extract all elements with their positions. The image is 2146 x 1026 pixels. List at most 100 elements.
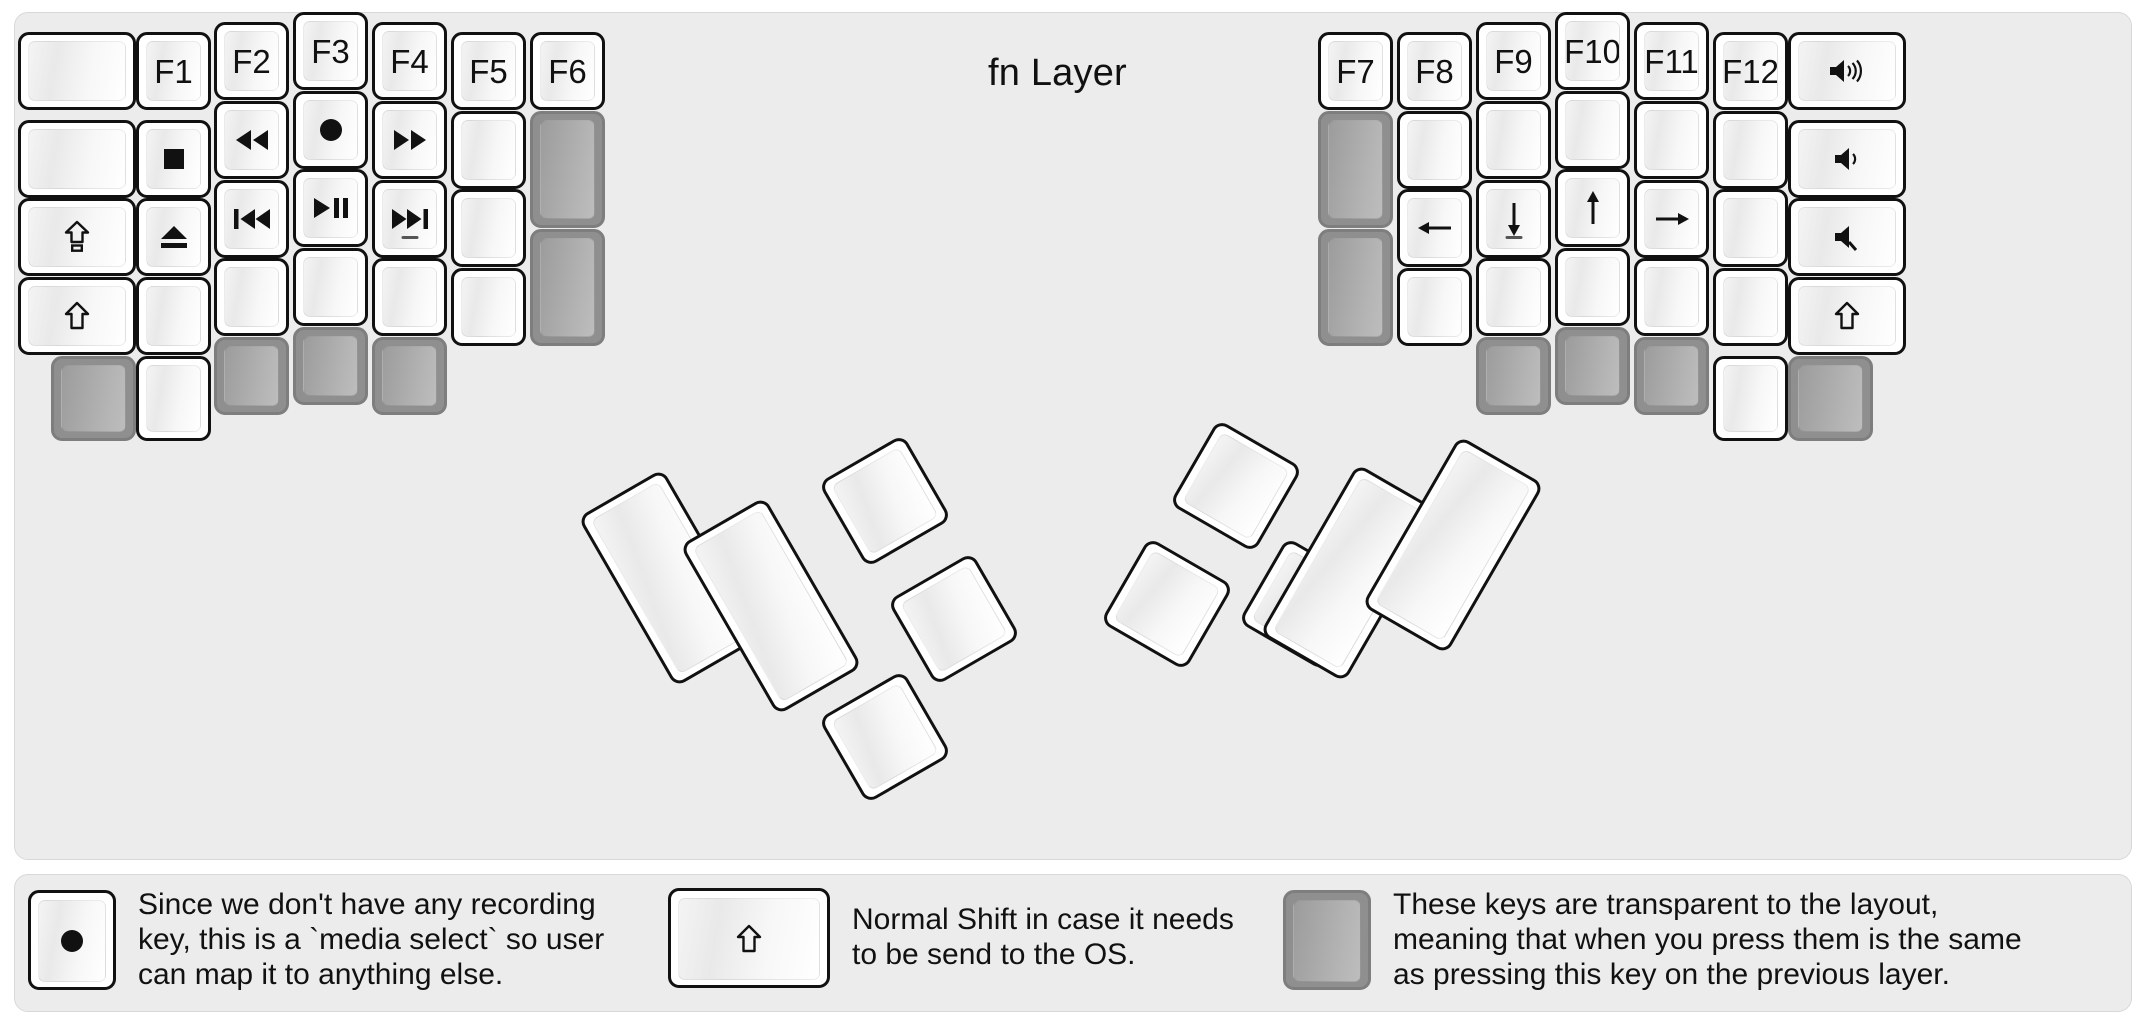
key-transparent[interactable] (530, 111, 605, 228)
key-transparent[interactable] (51, 356, 136, 441)
keycap-face (28, 41, 126, 101)
key-blank[interactable] (1634, 101, 1709, 179)
key-label: F6 (548, 52, 587, 90)
key-rewind[interactable] (214, 101, 289, 179)
volume-up-icon (1827, 57, 1867, 85)
key-blank[interactable] (214, 258, 289, 336)
keycap-face (303, 100, 358, 160)
key-volume-up[interactable] (1788, 32, 1906, 110)
key-f3[interactable]: F3 (293, 12, 368, 90)
key-blank[interactable] (1476, 258, 1551, 336)
key-arrow-left[interactable] (1397, 189, 1472, 267)
rewind-icon (233, 127, 271, 153)
key-blank[interactable] (451, 189, 526, 267)
keycap-face (1565, 257, 1620, 317)
key-underbar-mark (401, 236, 418, 239)
key-blank[interactable] (136, 277, 211, 355)
key-blank[interactable] (1397, 268, 1472, 346)
key-transparent[interactable] (530, 229, 605, 346)
key-blank[interactable] (1713, 189, 1788, 267)
legend-panel (14, 874, 2132, 1012)
key-transparent[interactable] (1318, 229, 1393, 346)
key-blank[interactable] (451, 268, 526, 346)
key-f11[interactable]: F11 (1634, 22, 1709, 100)
key-f12[interactable]: F12 (1713, 32, 1788, 110)
key-transparent[interactable] (293, 327, 368, 405)
key-prev-track[interactable] (214, 180, 289, 258)
keycap-face (146, 365, 201, 432)
key-blank[interactable] (1397, 111, 1472, 189)
key-transparent[interactable] (1788, 356, 1873, 441)
key-f6[interactable]: F6 (530, 32, 605, 110)
key-blank[interactable] (1476, 101, 1551, 179)
key-blank[interactable] (1634, 258, 1709, 336)
keycap-face (1328, 120, 1383, 219)
fast-forward-icon (391, 127, 429, 153)
key-blank[interactable] (18, 120, 136, 198)
key-blank[interactable] (372, 258, 447, 336)
keycap-face (1486, 346, 1541, 406)
volume-down-icon (1832, 145, 1862, 173)
key-eject[interactable] (136, 198, 211, 276)
keycap-face: F4 (382, 31, 437, 91)
key-f2[interactable]: F2 (214, 22, 289, 100)
legend-shift-sample-key (668, 888, 830, 988)
key-play-pause[interactable] (293, 169, 368, 247)
key-f8[interactable]: F8 (1397, 32, 1472, 110)
key-shift[interactable] (1788, 277, 1906, 355)
keycap-face (461, 120, 516, 180)
next-track-icon (389, 206, 431, 232)
arrow-up-icon (1582, 189, 1604, 227)
key-arrow-right[interactable] (1634, 180, 1709, 258)
eject-icon (158, 223, 190, 251)
key-f1[interactable]: F1 (136, 32, 211, 110)
key-blank[interactable] (1555, 248, 1630, 326)
keycap-face: F1 (146, 41, 201, 101)
key-f5[interactable]: F5 (451, 32, 526, 110)
key-f4[interactable]: F4 (372, 22, 447, 100)
keycap-face (1644, 110, 1699, 170)
key-next-track[interactable] (372, 180, 447, 258)
key-blank[interactable] (1713, 111, 1788, 189)
key-blank[interactable] (1713, 268, 1788, 346)
key-f7[interactable]: F7 (1318, 32, 1393, 110)
key-transparent[interactable] (1555, 327, 1630, 405)
legend-record-sample-key (28, 890, 116, 991)
key-underbar-mark (1505, 236, 1522, 239)
key-label: F12 (1723, 52, 1778, 90)
key-volume-down[interactable] (1788, 120, 1906, 198)
key-f10[interactable]: F10 (1555, 12, 1630, 90)
key-blank[interactable] (136, 356, 211, 441)
key-label: F3 (311, 32, 350, 70)
key-blank[interactable] (451, 111, 526, 189)
key-caps-shift[interactable] (18, 198, 136, 276)
key-arrow-up[interactable] (1555, 169, 1630, 247)
key-f9[interactable]: F9 (1476, 22, 1551, 100)
key-volume-mute[interactable] (1788, 198, 1906, 276)
key-label: F11 (1644, 42, 1699, 80)
key-transparent[interactable] (1476, 337, 1551, 415)
keycap-face (382, 267, 437, 327)
keycap-face (461, 277, 516, 337)
keycap-face (1644, 267, 1699, 327)
key-fast-forward[interactable] (372, 101, 447, 179)
keycap-face: F10 (1565, 21, 1620, 81)
key-label: F4 (390, 42, 429, 80)
key-blank[interactable] (18, 32, 136, 110)
key-transparent[interactable] (1634, 337, 1709, 415)
key-blank[interactable] (293, 248, 368, 326)
key-blank[interactable] (1713, 356, 1788, 441)
key-transparent[interactable] (372, 337, 447, 415)
key-stop[interactable] (136, 120, 211, 198)
key-transparent[interactable] (1318, 111, 1393, 228)
key-blank[interactable] (1555, 91, 1630, 169)
key-arrow-down[interactable] (1476, 180, 1551, 258)
key-shift[interactable] (18, 277, 136, 355)
arrow-right-icon (1653, 208, 1691, 230)
key-record[interactable] (293, 91, 368, 169)
keycap-face: F5 (461, 41, 516, 101)
key-transparent[interactable] (214, 337, 289, 415)
keycap-face (1798, 41, 1896, 101)
keycap-face: F12 (1723, 41, 1778, 101)
